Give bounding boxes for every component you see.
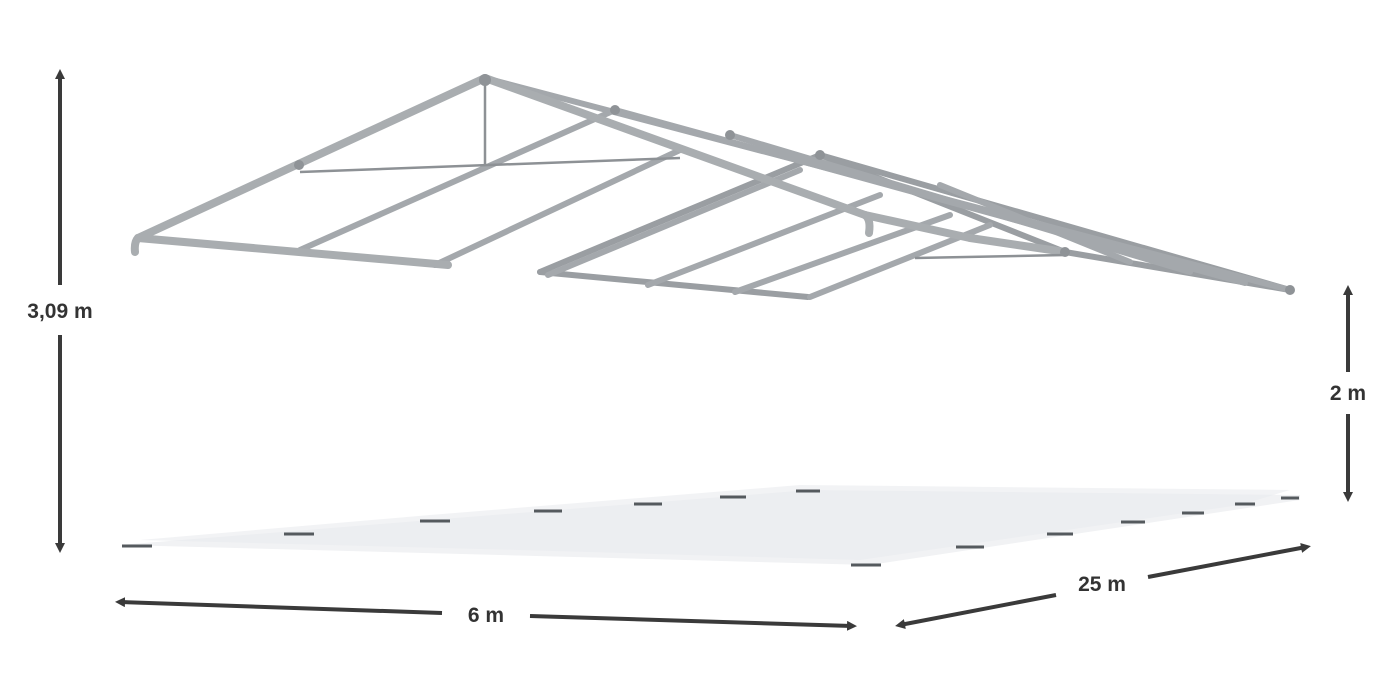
length-label: 25 m xyxy=(1078,573,1126,596)
dimension-width: 6 m xyxy=(115,597,857,631)
length-arrow-right xyxy=(1147,543,1311,579)
dimension-length: 25 m xyxy=(895,543,1311,629)
width-arrow-left xyxy=(115,597,443,615)
side-height-label: 2 m xyxy=(1330,382,1366,405)
length-arrow-left xyxy=(895,593,1057,629)
dimension-total-height: 3,09 m xyxy=(27,69,93,553)
width-arrow-right xyxy=(529,614,857,631)
ground-shadow xyxy=(120,485,1300,565)
poles xyxy=(132,225,1295,564)
pole-feet xyxy=(122,489,1299,567)
width-label: 6 m xyxy=(468,604,504,627)
dimension-side-height: 2 m xyxy=(1330,285,1366,502)
joints xyxy=(294,74,1295,295)
height-total-label: 3,09 m xyxy=(27,300,92,323)
bracing xyxy=(299,85,1066,260)
